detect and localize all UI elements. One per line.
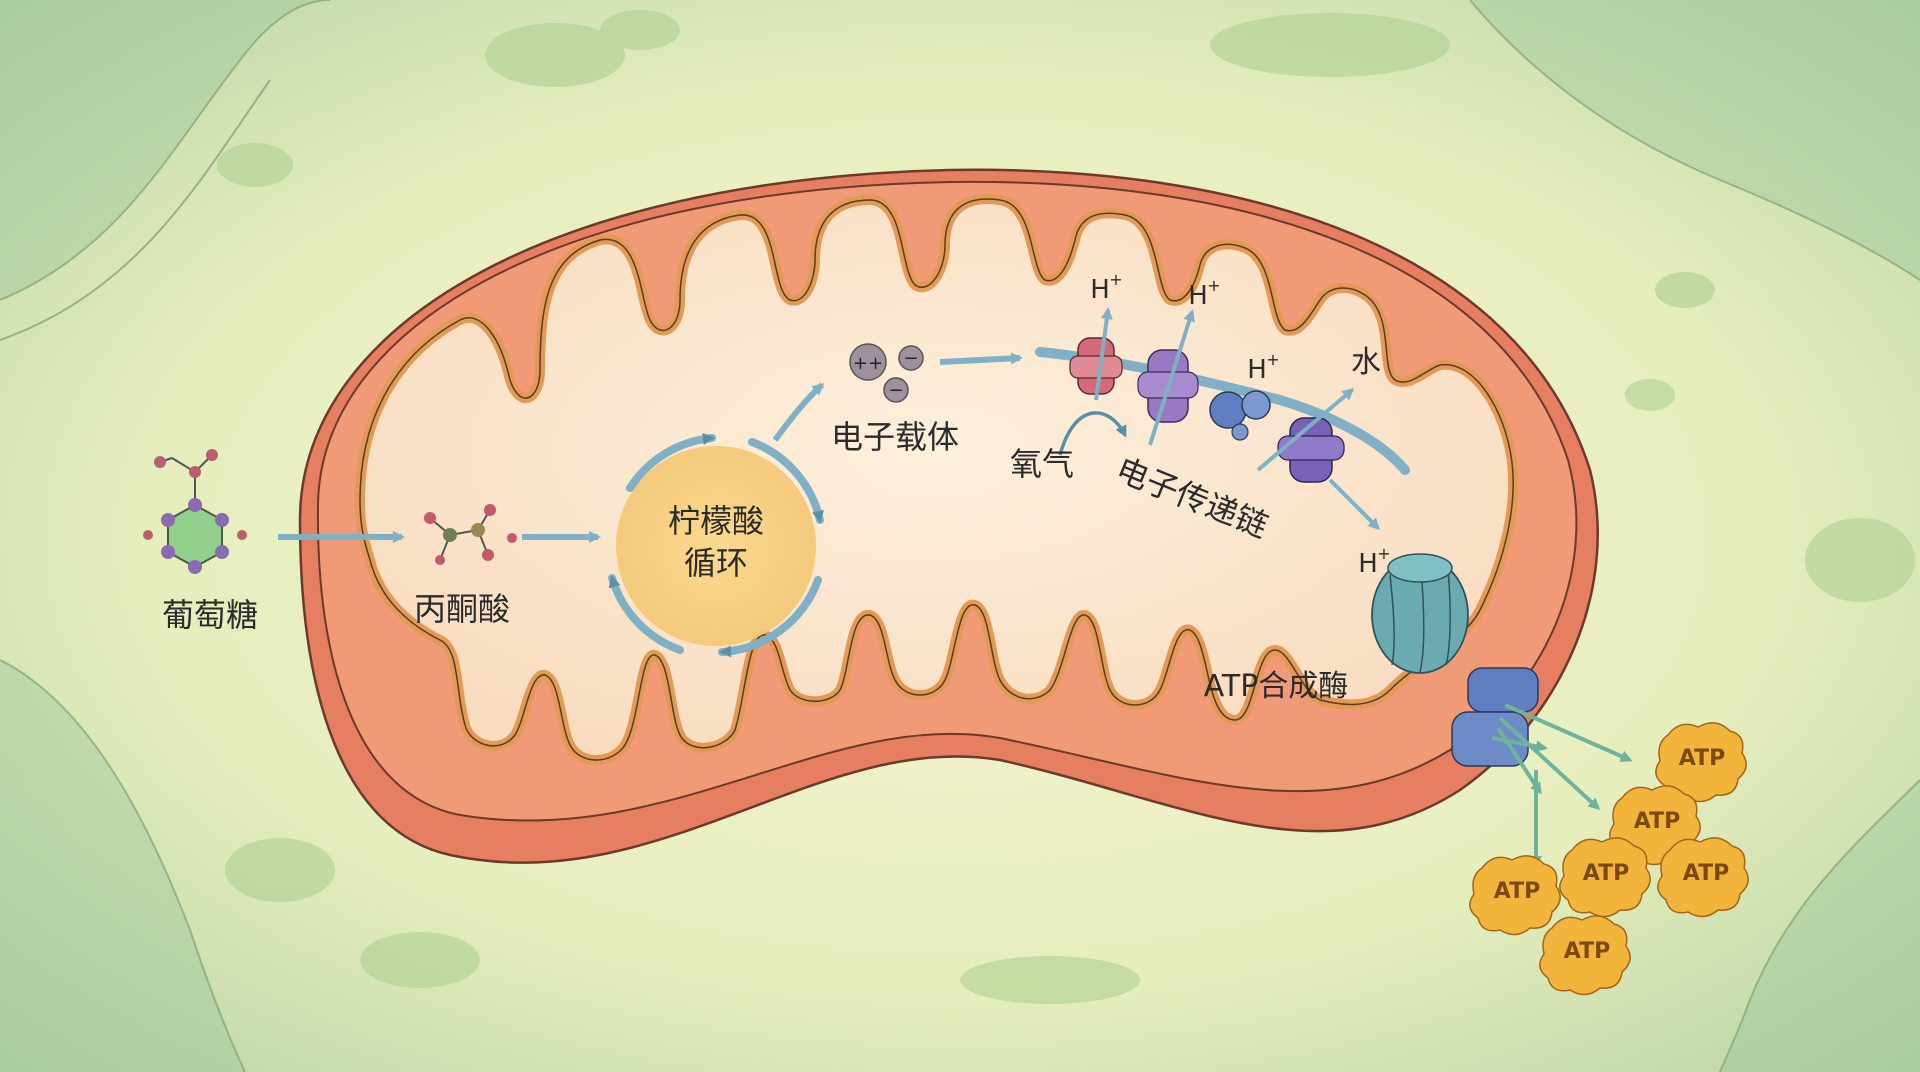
electron-carrier-icon: ++ − − (849, 343, 924, 403)
h-plus-label-3: H + (1247, 350, 1279, 385)
h-plus-label-4: H + (1358, 544, 1390, 579)
glucose-label: 葡萄糖 (162, 596, 258, 634)
krebs-cycle-arrows (608, 432, 824, 658)
atp-token-6: ATP (1539, 915, 1631, 996)
pyruvate-molecule-icon (424, 504, 517, 565)
svg-text:H: H (1358, 549, 1378, 579)
krebs-label-line1: 柠檬酸 (668, 502, 764, 540)
svg-text:+: + (1109, 270, 1122, 289)
carrier-minus-text-2: − (888, 380, 903, 401)
atp-token-3: ATP (1559, 837, 1651, 918)
svg-text:ATP: ATP (1679, 746, 1725, 771)
svg-text:ATP: ATP (1494, 879, 1540, 904)
svg-text:ATP: ATP (1634, 809, 1680, 834)
svg-text:+: + (1207, 276, 1220, 295)
water-label: 水 (1351, 345, 1381, 380)
arrow-krebs-to-carrier (772, 382, 825, 442)
svg-text:ATP: ATP (1564, 939, 1610, 964)
krebs-cycle-core (616, 446, 816, 646)
proton-arrows (1094, 307, 1381, 531)
arrow-carrier-to-etc (939, 352, 1023, 365)
atp-token-5: ATP (1469, 855, 1561, 936)
oxygen-label: 氧气 (1010, 445, 1074, 483)
svg-text:H: H (1090, 275, 1110, 305)
atp-token-1: ATP (1655, 722, 1747, 803)
atp-output-arrows (1491, 703, 1633, 868)
glucose-molecule-icon (143, 449, 247, 574)
pyruvate-label: 丙酮酸 (414, 590, 510, 628)
h-plus-label-1: H + (1090, 270, 1122, 305)
svg-text:H: H (1247, 355, 1267, 385)
h-plus-label-2: H + (1188, 276, 1220, 311)
carrier-minus-text-1: − (903, 348, 918, 369)
svg-text:H: H (1188, 281, 1208, 311)
cell-blobs (217, 10, 1915, 1004)
etc-complex-3-icon (1209, 390, 1271, 441)
svg-text:+: + (1377, 544, 1390, 563)
atp-token-4: ATP (1657, 837, 1749, 918)
carrier-plus-text: ++ (853, 353, 883, 374)
svg-text:+: + (1266, 350, 1279, 369)
etc-complex-1-icon (1069, 337, 1123, 395)
svg-text:ATP: ATP (1583, 861, 1629, 886)
oxygen-arrow (1058, 411, 1127, 456)
atp-synthase-label: ATP合成酶 (1204, 669, 1349, 704)
electron-carrier-label: 电子载体 (831, 418, 959, 456)
krebs-label-line2: 循环 (684, 544, 748, 582)
svg-text:ATP: ATP (1683, 861, 1729, 886)
